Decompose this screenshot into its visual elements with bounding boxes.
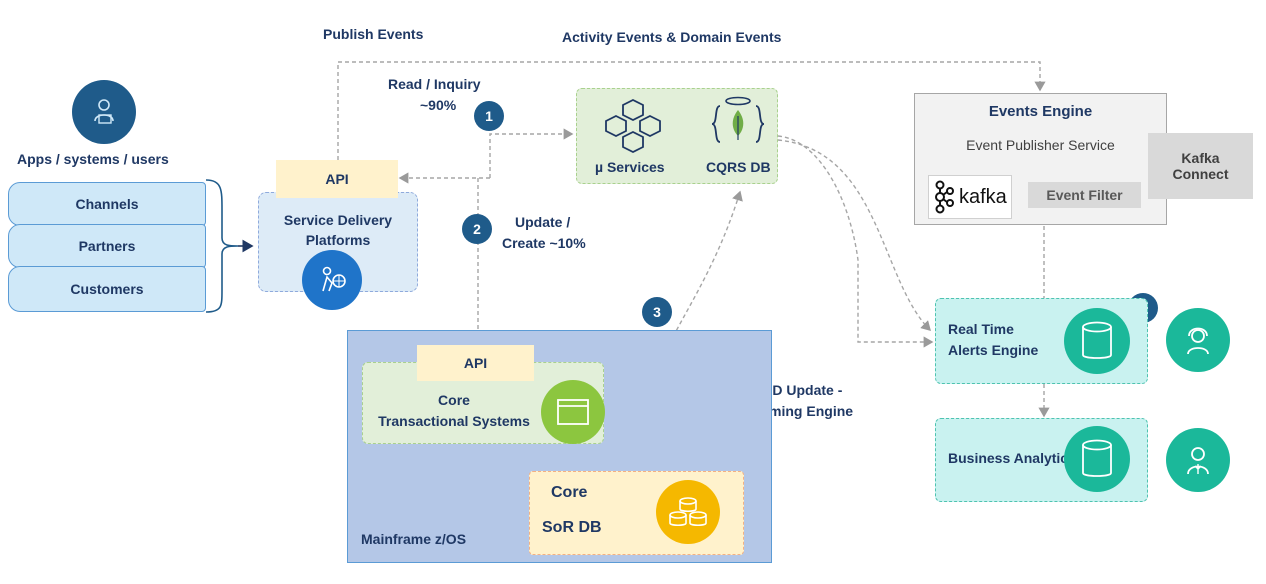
customers-item: Customers: [8, 266, 206, 312]
alerts-line1: Real Time: [948, 321, 1014, 337]
event-publisher-label: Event Publisher Service: [966, 137, 1115, 153]
window-app-icon: [541, 380, 605, 444]
alerts-line2: Alerts Engine: [948, 342, 1039, 358]
kafka-connect-box: Kafka Connect: [1148, 133, 1253, 199]
channels-item: Channels: [8, 182, 206, 226]
analytics-label: Business Analytics: [948, 450, 1076, 466]
sor-db-line2: SoR DB: [542, 519, 602, 536]
sor-db-line1: Core: [551, 484, 588, 501]
customers-label: Customers: [70, 281, 144, 297]
kafka-connect-line2: Connect: [1172, 166, 1229, 182]
core-systems-line2: Transactional Systems: [378, 413, 530, 429]
event-filter-box: Event Filter: [1028, 182, 1141, 208]
sdp-title-line2: Platforms: [305, 232, 371, 248]
user-icon: [72, 80, 136, 144]
sdp-api-label: API: [325, 171, 349, 187]
partners-label: Partners: [78, 238, 136, 254]
kafka-logo: kafka: [928, 175, 1012, 219]
update-label: Update /: [515, 214, 571, 230]
support-agent-icon: [1166, 308, 1230, 372]
read-percent-label: ~90%: [420, 97, 457, 113]
core-systems-line1: Core: [438, 392, 470, 408]
analytics-database-icon: [1064, 426, 1130, 492]
step-badge-1: 1: [474, 101, 504, 131]
mainframe-api-box: API: [417, 345, 534, 381]
channels-label: Channels: [75, 196, 139, 212]
mainframe-api-label: API: [463, 355, 488, 371]
partners-item: Partners: [8, 224, 206, 268]
step-badge-3: 3: [642, 297, 672, 327]
database-leaf-icon: [708, 96, 768, 157]
microservices-label: µ Services: [595, 159, 665, 175]
kafka-logo-text: kafka: [959, 185, 1007, 208]
delivery-person-icon: [302, 250, 362, 310]
business-user-icon: [1166, 428, 1230, 492]
event-filter-label: Event Filter: [1046, 187, 1123, 203]
sdp-api-box: API: [276, 160, 398, 198]
cubes-icon: [604, 98, 662, 159]
activity-events-label: Activity Events & Domain Events: [562, 29, 782, 45]
apps-title: Apps / systems / users: [17, 151, 169, 167]
cqrs-db-label: CQRS DB: [706, 159, 771, 175]
alerts-database-icon: [1064, 308, 1130, 374]
mainframe-label: Mainframe z/OS: [361, 531, 467, 547]
sdp-title-line1: Service Delivery: [283, 212, 393, 228]
read-inquiry-label: Read / Inquiry: [388, 76, 481, 92]
kafka-connect-line1: Kafka: [1181, 150, 1220, 166]
events-engine-title: Events Engine: [988, 103, 1093, 120]
kafka-icon: [935, 180, 954, 214]
update-percent-label: Create ~10%: [502, 235, 586, 251]
publish-events-label: Publish Events: [323, 26, 424, 42]
step-badge-2: 2: [462, 214, 492, 244]
database-cluster-icon: [656, 480, 720, 544]
